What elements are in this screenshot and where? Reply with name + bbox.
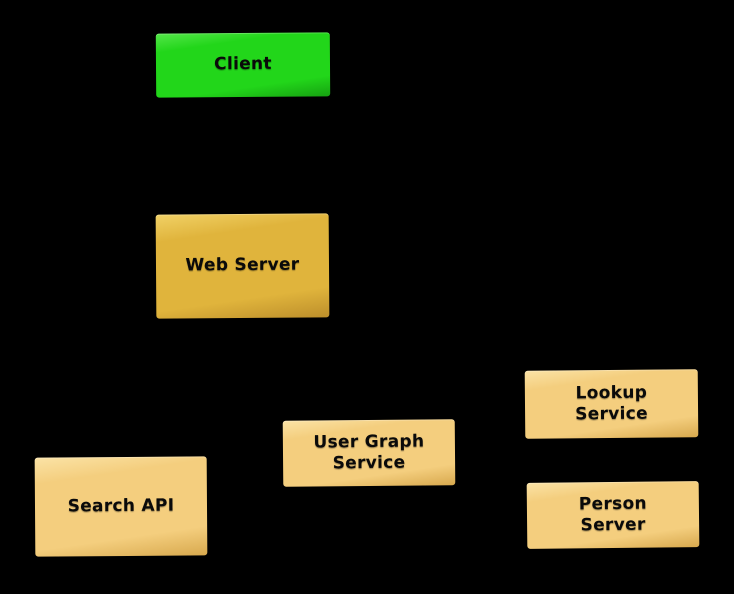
node-web-server-label: Web Server [185, 254, 300, 276]
node-lookup-service: Lookup Service [524, 369, 699, 439]
node-search-api: Search API [34, 456, 208, 557]
node-search-api-label: Search API [67, 495, 175, 517]
node-person-server: Person Server [526, 481, 700, 549]
node-web-server: Web Server [155, 213, 330, 319]
node-lookup-service-label: Lookup Service [575, 382, 649, 425]
node-client-label: Client [214, 54, 272, 75]
node-person-server-label: Person Server [578, 493, 648, 536]
node-client: Client [155, 32, 331, 98]
node-user-graph-service-label: User Graph Service [313, 431, 425, 474]
node-user-graph-service: User Graph Service [282, 419, 456, 487]
